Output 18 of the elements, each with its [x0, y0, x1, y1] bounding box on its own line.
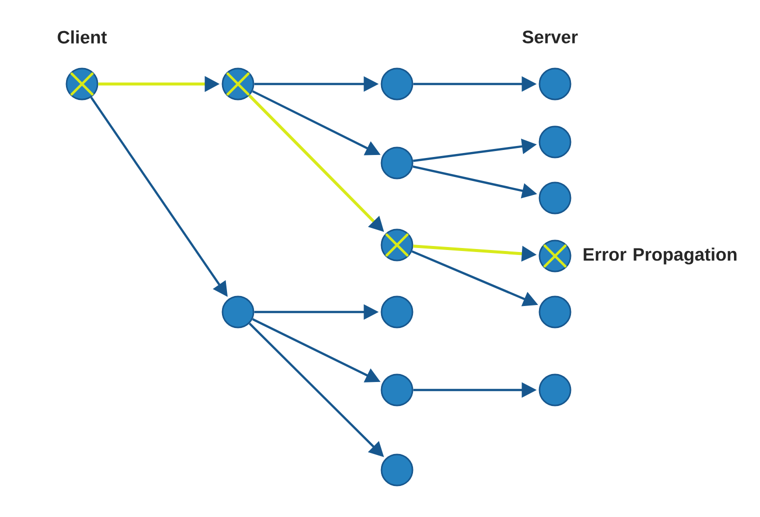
node-circle: [538, 374, 572, 406]
node-circle: [222, 68, 254, 100]
node-circle: [380, 454, 414, 486]
node-circle: [380, 374, 414, 406]
node-circle: [538, 126, 572, 158]
node-caption: Error Propagation: [584, 248, 736, 264]
node-circle: [380, 146, 414, 180]
node-circle: [380, 296, 414, 328]
node-circle: [66, 68, 98, 100]
column-heading: Server: [522, 30, 578, 44]
node-circle: [538, 182, 572, 214]
node-circle: [538, 68, 572, 100]
node-circle: [380, 68, 414, 100]
node-circle: [380, 228, 414, 262]
node-circle: [222, 296, 254, 328]
node-circle: [538, 240, 572, 272]
node-circle: [538, 296, 572, 328]
column-heading: Client: [58, 30, 107, 44]
